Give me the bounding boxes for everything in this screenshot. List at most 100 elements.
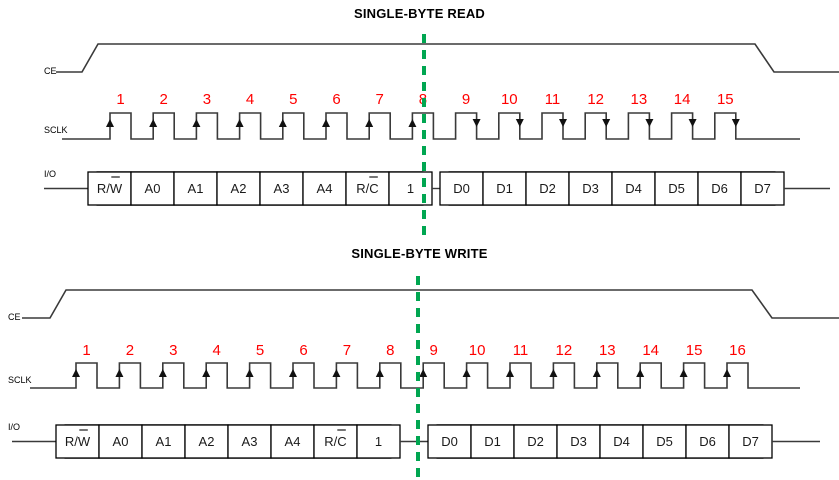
clock-number-label: 3 <box>169 342 177 359</box>
io-bit-label: A0 <box>145 181 161 196</box>
falling-edge-arrow-icon <box>731 119 740 127</box>
rising-edge-arrow-icon <box>278 119 287 127</box>
io-bit-label: D6 <box>711 181 728 196</box>
io-bit-cell <box>55 424 100 459</box>
io-bit-label: A2 <box>199 434 215 449</box>
io-bit-cell <box>141 424 186 459</box>
io-bit-label: A0 <box>113 434 129 449</box>
io-bit-cell <box>740 171 785 206</box>
io-bit-label: D5 <box>668 181 685 196</box>
io-bit-label: 1 <box>375 434 382 449</box>
rising-edge-arrow-icon <box>375 369 384 377</box>
sclk-signal-label: SCLK <box>44 125 68 135</box>
io-bit-cell <box>427 424 472 459</box>
rising-edge-arrow-icon <box>289 369 297 377</box>
clock-number-label: 6 <box>299 342 307 359</box>
io-bit-label: D2 <box>527 434 544 449</box>
io-bit-label: D0 <box>453 181 470 196</box>
clock-number-label: 10 <box>469 342 486 359</box>
clock-number-label: 10 <box>501 91 518 108</box>
ce-signal-label: CE <box>8 312 21 322</box>
rising-edge-arrow-icon <box>636 369 645 377</box>
falling-edge-arrow-icon <box>559 119 567 127</box>
falling-edge-arrow-icon <box>515 119 524 127</box>
clock-number-label: 5 <box>289 91 297 108</box>
clock-number-label: 11 <box>513 342 529 359</box>
rising-edge-arrow-icon <box>723 369 731 377</box>
clock-number-label: 12 <box>556 342 573 359</box>
clock-number-label: 16 <box>729 342 746 359</box>
clock-number-label: 5 <box>256 342 264 359</box>
io-bit-cell <box>173 171 218 206</box>
io-bit-label: A3 <box>274 181 290 196</box>
io-bit-cell <box>470 424 515 459</box>
io-bit-label: D6 <box>699 434 716 449</box>
io-bit-label: D4 <box>625 181 642 196</box>
io-bit-cell <box>439 171 484 206</box>
rising-edge-arrow-icon <box>202 369 211 377</box>
io-bit-label: A3 <box>242 434 258 449</box>
io-bit-cell <box>556 424 601 459</box>
io-bit-cell <box>270 424 315 459</box>
io-bit-label: R/C <box>324 434 346 449</box>
clock-number-label: 1 <box>116 91 124 108</box>
rising-edge-arrow-icon <box>506 369 514 377</box>
clock-number-label: 8 <box>386 342 394 359</box>
falling-edge-arrow-icon <box>472 119 481 127</box>
clock-number-label: 1 <box>82 342 90 359</box>
clock-number-label: 6 <box>332 91 340 108</box>
sclk-waveform <box>30 362 800 389</box>
rising-edge-arrow-icon <box>365 119 374 127</box>
io-bit-label: A4 <box>317 181 333 196</box>
clock-number-label: 12 <box>587 91 604 108</box>
sclk-signal-label: SCLK <box>8 375 32 385</box>
ce-waveform <box>22 289 839 319</box>
io-bit-cell <box>685 424 730 459</box>
clock-number-label: 2 <box>160 91 168 108</box>
rising-edge-arrow-icon <box>149 119 158 127</box>
io-bit-label: D7 <box>754 181 771 196</box>
clock-number-label: 11 <box>545 91 561 108</box>
clock-number-label: 14 <box>674 91 691 108</box>
clock-number-label: 7 <box>343 342 351 359</box>
falling-edge-arrow-icon <box>602 119 611 127</box>
write-diagram-title: SINGLE-BYTE WRITE <box>351 246 488 261</box>
rising-edge-arrow-icon <box>419 369 428 377</box>
rising-edge-arrow-icon <box>235 119 244 127</box>
clock-number-label: 3 <box>203 91 211 108</box>
rising-edge-arrow-icon <box>245 369 254 377</box>
ce-signal-label: CE <box>44 66 57 76</box>
io-bit-label: D1 <box>496 181 513 196</box>
io-bit-cell <box>345 171 390 206</box>
io-bit-cell <box>227 424 272 459</box>
io-bit-label: R/W <box>65 434 91 449</box>
io-bit-cell <box>642 424 687 459</box>
clock-number-label: 15 <box>686 342 703 359</box>
io-bit-label: A4 <box>285 434 301 449</box>
clock-number-label: 15 <box>717 91 734 108</box>
io-bit-cell <box>184 424 229 459</box>
rising-edge-arrow-icon <box>462 369 471 377</box>
io-bit-label: D2 <box>539 181 556 196</box>
clock-number-label: 2 <box>126 342 134 359</box>
io-bit-label: D3 <box>582 181 599 196</box>
io-bit-label: A1 <box>156 434 172 449</box>
io-bit-label: D1 <box>484 434 501 449</box>
clock-number-label: 4 <box>213 342 221 359</box>
ce-waveform <box>56 43 839 73</box>
io-bit-label: D5 <box>656 434 673 449</box>
io-bit-label: R/W <box>97 181 123 196</box>
io-bit-label: 1 <box>407 181 414 196</box>
io-bit-label: D3 <box>570 434 587 449</box>
rising-edge-arrow-icon <box>192 119 201 127</box>
io-bit-label: A1 <box>188 181 204 196</box>
falling-edge-arrow-icon <box>688 119 697 127</box>
rising-edge-arrow-icon <box>679 369 688 377</box>
io-bit-cell <box>697 171 742 206</box>
io-bit-label: D0 <box>441 434 458 449</box>
io-bit-cell <box>525 171 570 206</box>
